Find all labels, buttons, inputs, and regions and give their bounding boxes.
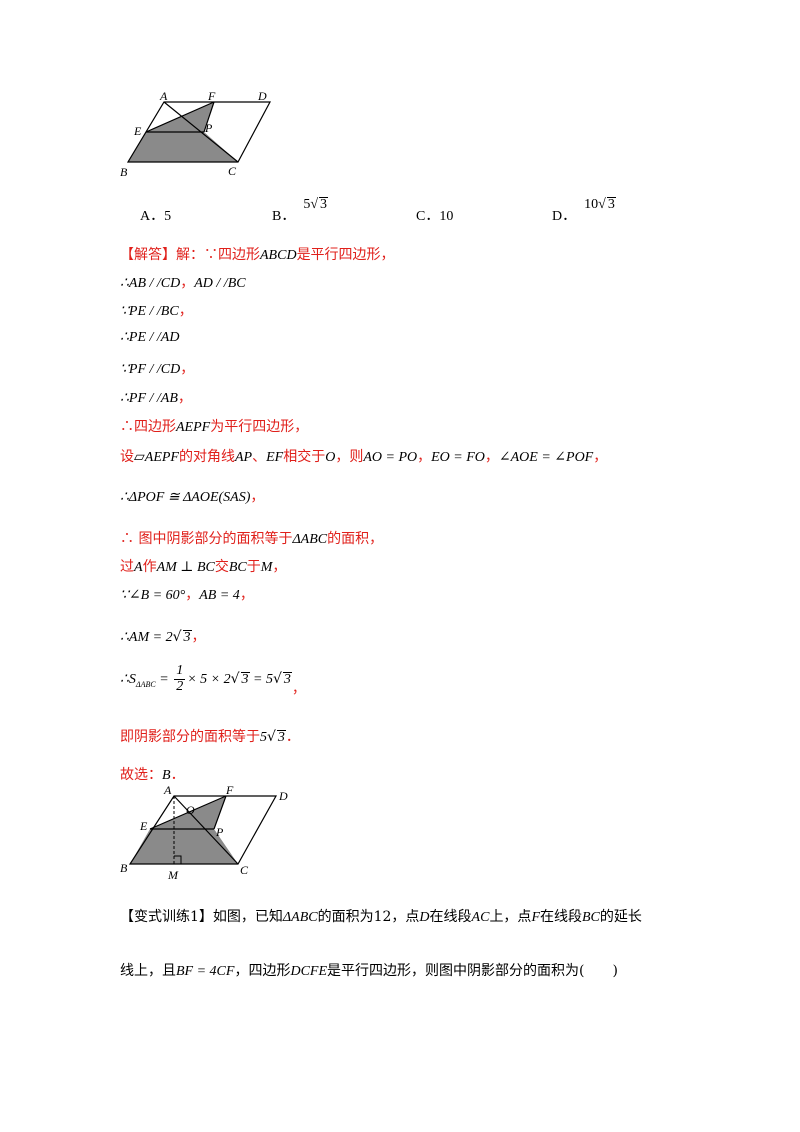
solution-line-5: ∵PF / /CD， (120, 361, 195, 377)
solution-heading: 【解答】 (120, 247, 176, 263)
option-a[interactable]: A．5 (140, 209, 172, 224)
solution-line-1: 【解答】解：∵四边形ABCD是平行四边形， (120, 247, 395, 263)
label2-O: O (186, 803, 195, 817)
option-b[interactable]: B．5√3 (272, 197, 329, 224)
label-C: C (228, 164, 237, 178)
option-c[interactable]: C．10 (416, 209, 454, 224)
label-F: F (207, 92, 216, 103)
solution-line-16: 故选：B． (120, 767, 185, 783)
label2-F: F (225, 784, 234, 797)
variant-line-2: 线上，且BF = 4CF，四边形DCFE是平行四边形，则图中阴影部分的面积为( … (120, 963, 618, 979)
label2-E: E (139, 819, 148, 833)
label-D: D (257, 92, 267, 103)
right-angle-mark (174, 855, 182, 864)
solution-line-12: ∵∠B = 60°，AB = 4， (120, 587, 254, 603)
solution-line-7: ∴四边形AEPF为平行四边形， (120, 419, 309, 435)
solution-line-15: 即阴影部分的面积等于5√3． (120, 729, 300, 745)
figure-parallelogram-1: A F D E P B C (120, 92, 271, 179)
solution-line-10: ∴ 图中阴影部分的面积等于ΔABC的面积， (120, 531, 384, 547)
label-A: A (159, 92, 168, 103)
option-d[interactable]: D．10√3 (552, 197, 616, 224)
solution-line-6: ∴PF / /AB， (120, 390, 192, 406)
label-B: B (120, 165, 128, 179)
solution-line-9: ∴ΔPOF ≅ ΔAOE(SAS)， (120, 489, 265, 505)
shaded-trapezoid-2 (130, 829, 238, 864)
solution-line-2: ∴AB / /CD，AD / /BC (120, 275, 246, 291)
label-P: P (204, 121, 213, 135)
solution-line-11: 过A作AM ⊥ BC交BC于M， (120, 559, 287, 575)
variant-line-1: 【变式训练1】如图，已知ΔABC的面积为12，点D在线段AC上，点F在线段BC的… (120, 909, 642, 925)
solution-line-13: ∴AM = 2√3， (120, 629, 206, 645)
label2-D: D (278, 789, 288, 803)
label-E: E (133, 124, 142, 138)
label2-C: C (240, 863, 249, 877)
label2-A: A (163, 784, 172, 797)
answer-blank[interactable]: ( ) (579, 963, 618, 979)
shaded-trapezoid-1 (128, 132, 238, 162)
solution-line-4: ∴PE / /AD (120, 330, 180, 345)
figure-parallelogram-2: A O F D E P B M C (120, 784, 288, 882)
label2-M: M (167, 868, 179, 882)
solution-line-8: 设▱AEPF的对角线AP、EF相交于O，则AO = PO，EO = FO，∠AO… (120, 449, 608, 465)
variant-heading: 【变式训练1】 (120, 909, 213, 925)
label2-B: B (120, 861, 128, 875)
label2-P: P (215, 825, 224, 839)
solution-line-3: ∵PE / /BC， (120, 303, 193, 319)
